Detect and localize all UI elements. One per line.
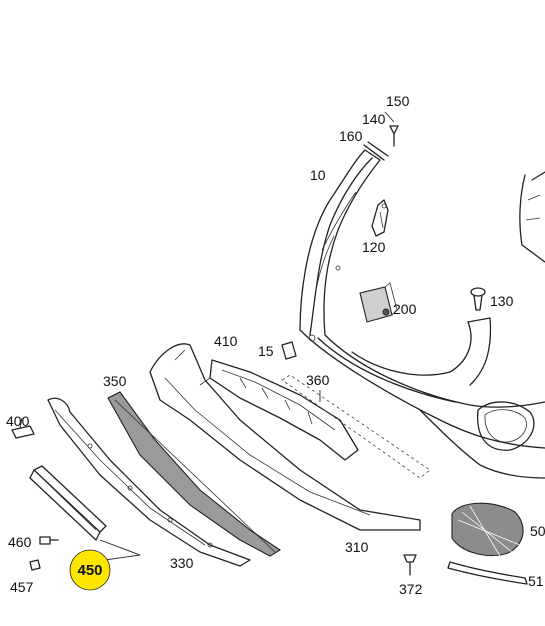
callout-120: 120 — [362, 239, 386, 255]
part-130-clip — [470, 287, 486, 311]
part-140-150-fasteners — [384, 111, 399, 147]
callout-200: 200 — [393, 301, 417, 317]
callout-410: 410 — [214, 333, 238, 349]
callout-50x: 50 — [530, 523, 545, 539]
callout-360: 360 — [306, 372, 330, 388]
callout-130: 130 — [490, 293, 514, 309]
callout-15: 15 — [258, 343, 274, 359]
callout-350: 350 — [103, 373, 127, 389]
callout-51x: 51 — [528, 573, 544, 589]
part-15-clip — [281, 341, 297, 360]
callout-140: 140 — [362, 111, 386, 127]
part-330-grille — [107, 391, 282, 557]
part-400-bracket — [11, 417, 35, 439]
part-450-plate-holder — [29, 465, 141, 566]
part-200-sensor — [359, 282, 398, 323]
bumper-cover-part — [299, 149, 545, 479]
callout-310: 310 — [345, 539, 369, 555]
part-410-absorber — [209, 359, 359, 461]
part-160-strip — [363, 141, 389, 161]
callout-450-highlight[interactable]: 450 — [69, 549, 111, 591]
callout-460: 460 — [8, 534, 32, 550]
callout-372: 372 — [399, 581, 423, 597]
part-372-screw — [403, 554, 417, 576]
callout-150: 150 — [386, 93, 410, 109]
callout-400: 400 — [6, 413, 30, 429]
part-360-reference — [281, 374, 431, 479]
part-460-screw — [39, 536, 59, 545]
part-50x-fog-grille — [451, 502, 524, 557]
part-120-bracket — [371, 199, 389, 237]
callout-160: 160 — [339, 128, 363, 144]
callout-457: 457 — [10, 579, 34, 595]
highlight-circle — [69, 549, 111, 591]
part-350-lower-frame — [149, 343, 421, 531]
callout-450: 450 — [77, 562, 102, 579]
part-457-clip — [29, 559, 41, 571]
part-51x-strip — [447, 561, 528, 585]
part-310-lower-trim — [47, 397, 251, 567]
callout-330: 330 — [170, 555, 194, 571]
callout-10: 10 — [310, 167, 326, 183]
